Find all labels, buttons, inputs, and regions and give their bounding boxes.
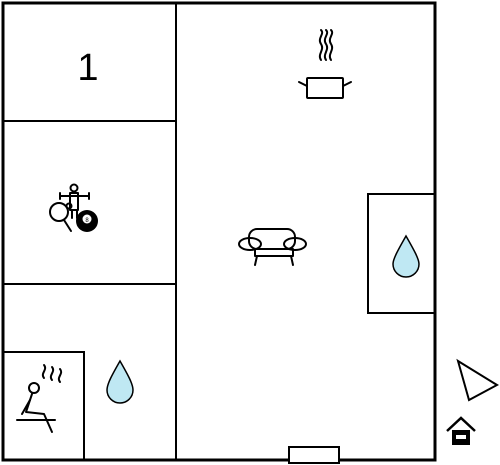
room-label: 1: [77, 47, 98, 89]
sauna-icon: [16, 364, 63, 433]
house-entrance-icon: [446, 416, 476, 445]
north-arrow-icon: [456, 358, 500, 402]
ping-pong-paddle-icon: [49, 202, 73, 232]
sofa-icon: [238, 228, 307, 266]
bathroom-right-wall: [367, 193, 435, 314]
svg-text:8: 8: [85, 218, 89, 224]
water-drop-icon: [106, 359, 134, 404]
water-drop-icon: [392, 234, 420, 278]
cooking-pot-icon: [298, 29, 352, 99]
sauna-room-wall: [3, 351, 85, 460]
entrance-door[interactable]: [288, 446, 340, 464]
outer-wall: [1, 1, 437, 462]
game-room-icon: 8: [49, 183, 98, 232]
billiard-ball-icon: 8: [76, 210, 98, 232]
